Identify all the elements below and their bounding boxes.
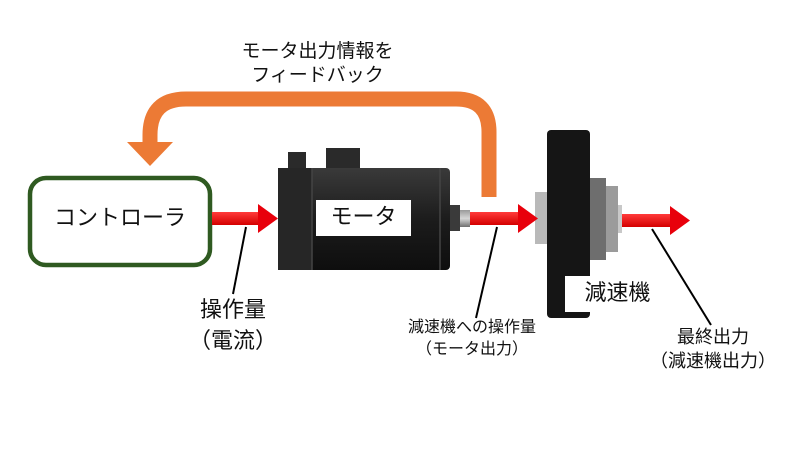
final-output-line1: 最終出力 xyxy=(677,327,749,348)
leader-line-final-output xyxy=(651,228,712,326)
reducer-operation-line2: （モータ出力） xyxy=(415,339,528,359)
operation-amount-line1: 操作量 xyxy=(199,298,266,323)
final-output-label: 最終出力 （減速機出力） xyxy=(633,326,793,375)
feedback-label-line1: モータ出力情報を xyxy=(241,40,394,62)
controller-label: コントローラ xyxy=(53,206,186,231)
arrow-controller-to-motor xyxy=(212,204,278,233)
reducer-operation-line1: 減速機への操作量 xyxy=(407,317,536,336)
feedback-label-line2: フィードバック xyxy=(251,63,384,86)
feedback-arrow xyxy=(127,91,497,197)
controller-box xyxy=(27,175,213,268)
reducer-operation-label: 減速機への操作量 （モータ出力） xyxy=(382,316,562,361)
final-output-line2: （減速機出力） xyxy=(650,351,776,373)
arrow-motor-to-reducer xyxy=(470,204,538,233)
leader-line-operation xyxy=(232,226,247,295)
operation-amount-label: 操作量 （電流） xyxy=(178,296,288,358)
feedback-label: モータ出力情報を フィードバック xyxy=(220,40,415,88)
reducer-label: 減速機 xyxy=(565,276,670,312)
motor-label: モータ xyxy=(316,200,411,236)
arrow-final-output xyxy=(622,206,690,235)
reducer-image xyxy=(535,130,622,318)
leader-line-reducer-input xyxy=(475,226,498,319)
motor-shaft xyxy=(460,210,470,227)
operation-amount-line2: （電流） xyxy=(188,328,277,354)
